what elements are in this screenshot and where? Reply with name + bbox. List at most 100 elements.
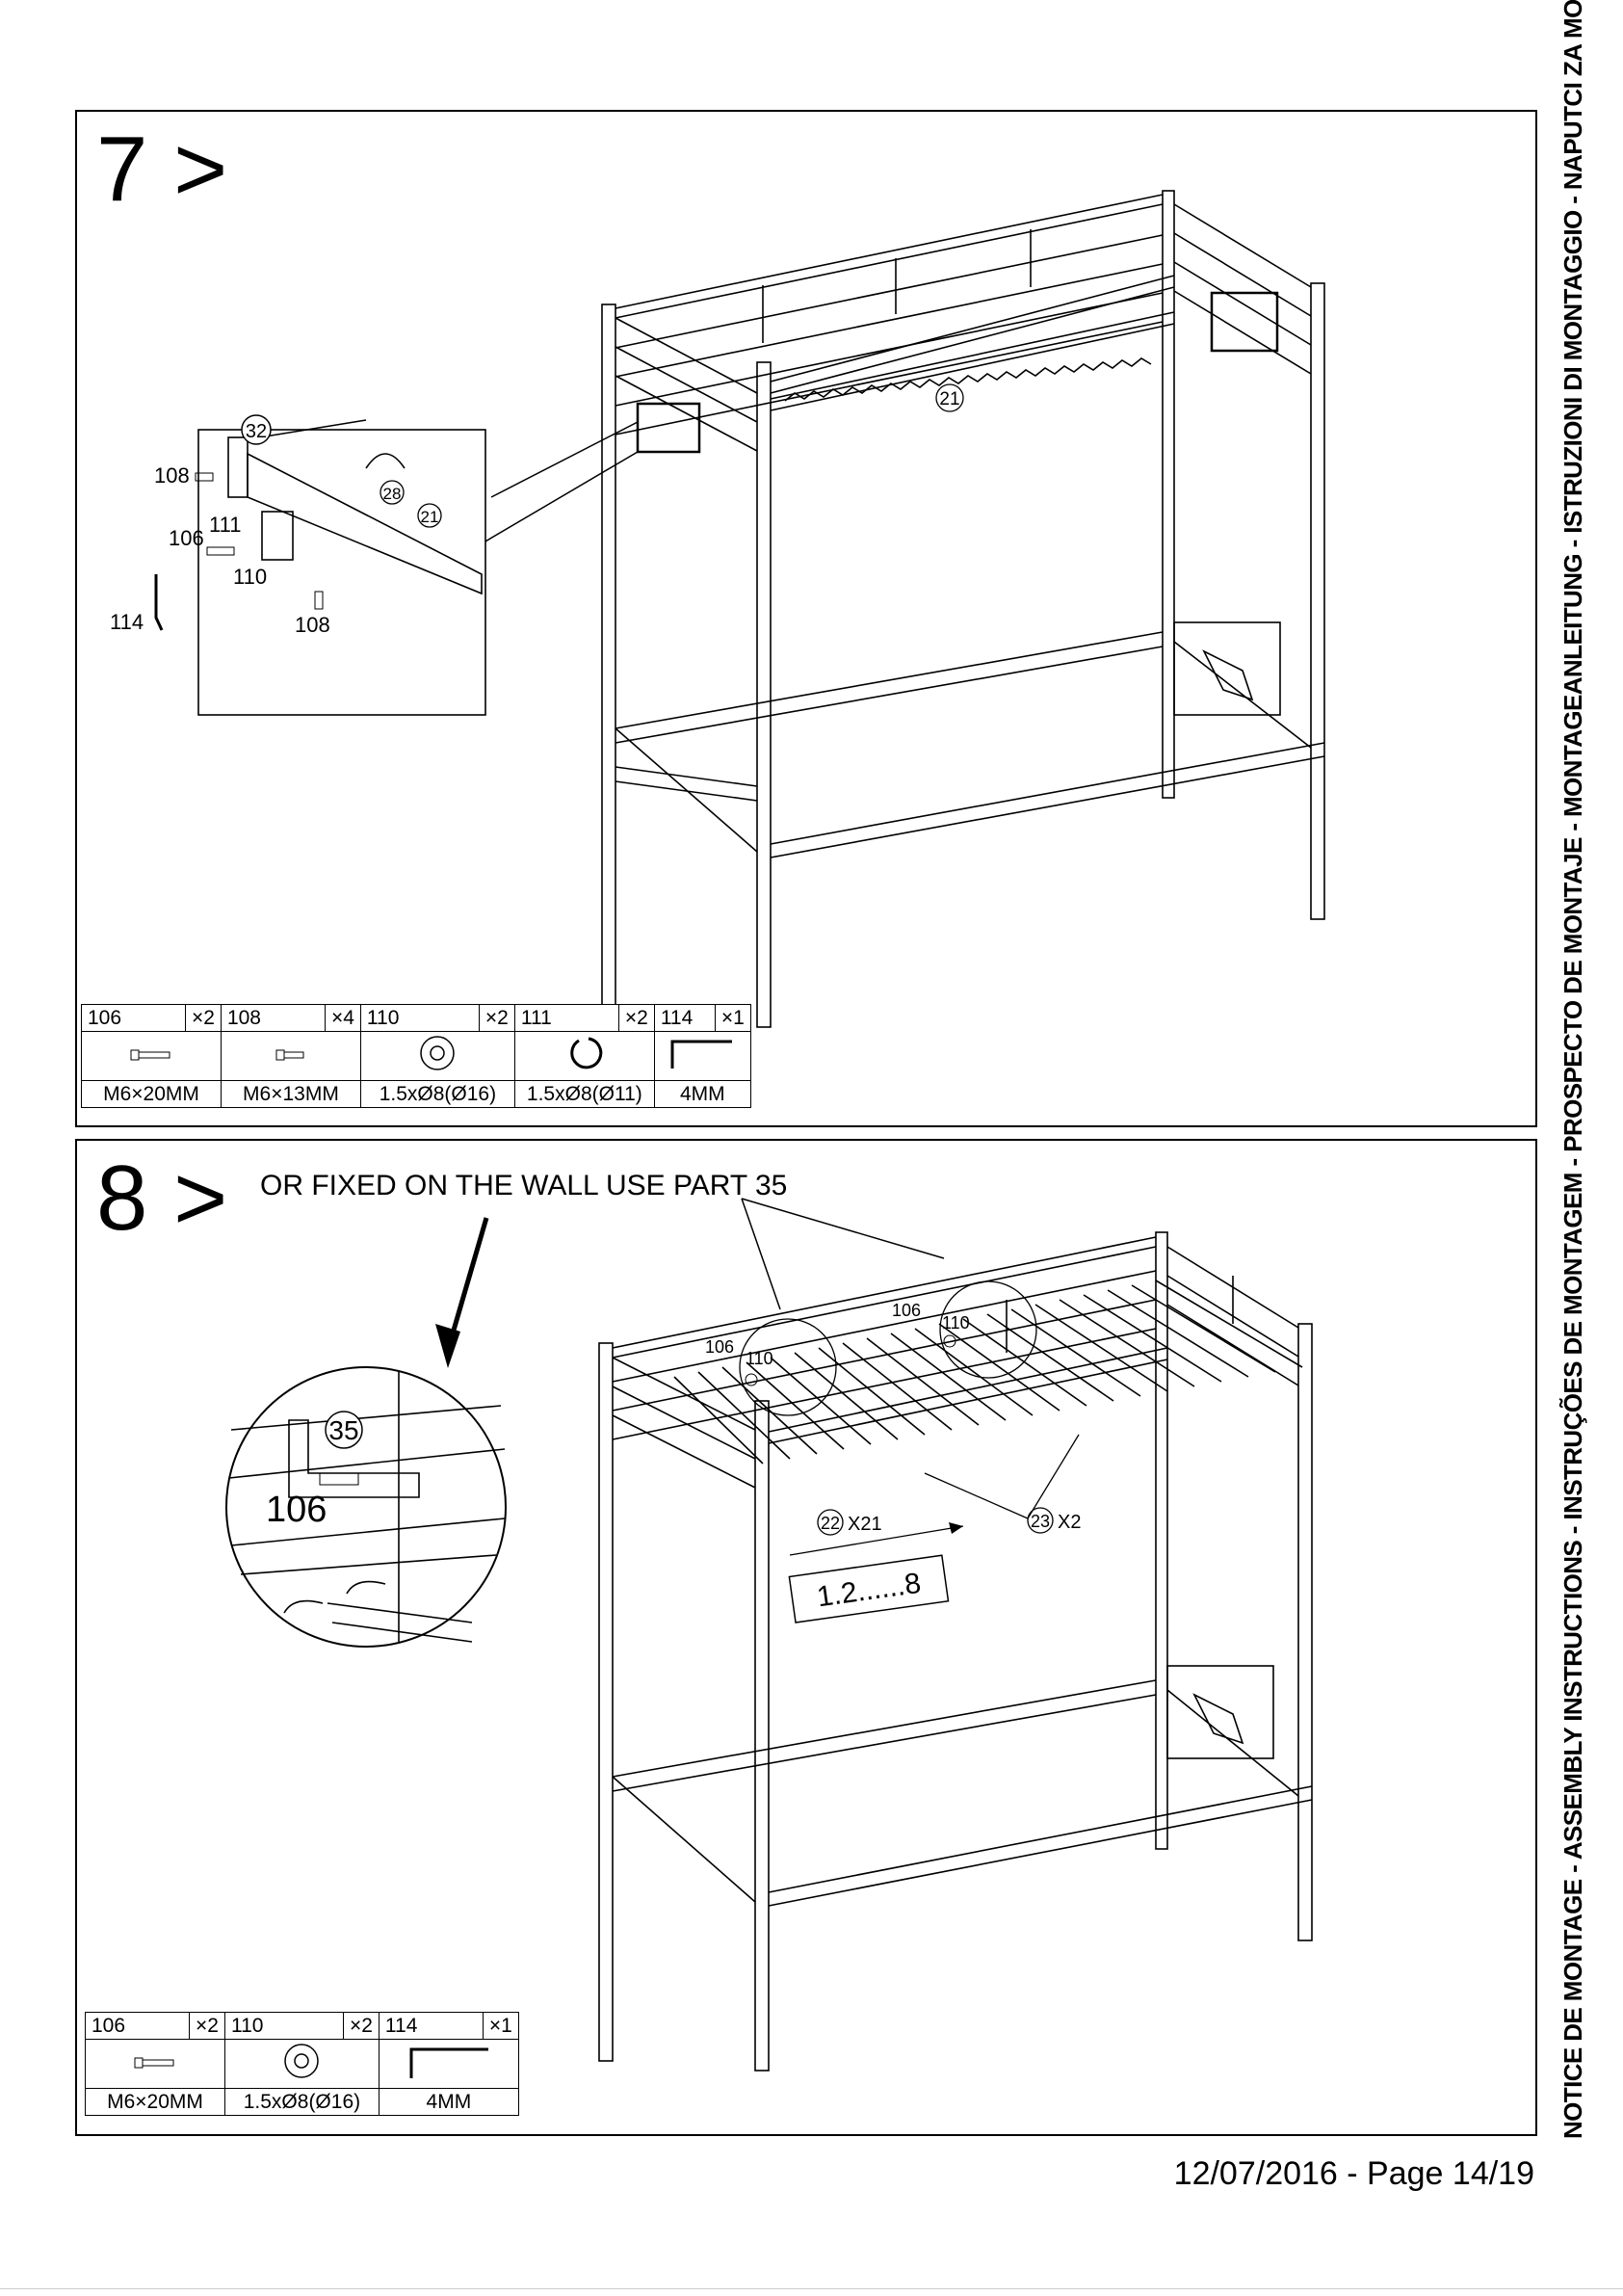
arrow-head-icon bbox=[435, 1324, 460, 1368]
bolt-icon bbox=[134, 2057, 174, 2069]
label-106-b: 106 bbox=[892, 1301, 921, 1320]
step-7-parts-table: 106 ×2 108 ×4 110 ×2 111 ×2 114 ×1 M6×20… bbox=[81, 1004, 751, 1108]
step-7-panel: 7 > bbox=[75, 110, 1537, 1127]
arrow-head-icon bbox=[949, 1522, 963, 1534]
callout-21-detail: 21 bbox=[421, 508, 439, 526]
wall-fixing-note: OR FIXED ON THE WALL USE PART 35 bbox=[260, 1170, 788, 1201]
part-size: 4MM bbox=[378, 2088, 519, 2116]
bolt-icon bbox=[314, 591, 324, 610]
callout-32-circle bbox=[241, 414, 272, 445]
bunk-bed-frame bbox=[601, 190, 1325, 1028]
part-qty: ×2 bbox=[617, 1004, 655, 1032]
part-id: 106 bbox=[85, 2012, 190, 2040]
back-left-post bbox=[1155, 1231, 1168, 1850]
split-washer-icon bbox=[570, 1037, 603, 1069]
bottom-divider bbox=[0, 2288, 1623, 2289]
allen-key-icon bbox=[154, 574, 164, 631]
part-size: 1.5xØ8(Ø16) bbox=[359, 1080, 515, 1108]
step-8-illustration: 35 106 bbox=[225, 1198, 1313, 2072]
label-106-detail: 106 bbox=[266, 1490, 327, 1530]
part-id: 108 bbox=[220, 1004, 326, 1032]
sequence-label-box: 1.2......8 bbox=[788, 1554, 950, 1623]
label-108-top: 108 bbox=[154, 463, 190, 488]
pointer-arrow bbox=[450, 1217, 489, 1334]
back-right-post bbox=[1297, 1323, 1313, 1941]
label-108-bottom: 108 bbox=[295, 613, 330, 637]
wall-bracket-detail bbox=[228, 1372, 506, 1643]
callout-21-main-circle bbox=[935, 383, 964, 412]
step-8-parts-table: 106 ×2 110 ×2 114 ×1 M6×20MM 1.5xØ8(Ø16)… bbox=[85, 2012, 519, 2116]
part-qty: ×2 bbox=[342, 2012, 380, 2040]
callout-35: 35 bbox=[328, 1415, 358, 1445]
detail-highlight-box-left bbox=[636, 402, 701, 454]
part-id: 106 bbox=[81, 1004, 186, 1032]
part-qty: ×2 bbox=[185, 1004, 222, 1032]
callout-35-circle bbox=[325, 1411, 363, 1449]
part-qty: ×1 bbox=[714, 1004, 751, 1032]
part-id: 110 bbox=[359, 1004, 480, 1032]
detail-inset-box bbox=[197, 429, 486, 716]
detail-highlight-box-right bbox=[1210, 291, 1279, 353]
callout-28-circle bbox=[380, 480, 405, 505]
front-left-post bbox=[601, 303, 616, 1025]
front-left-post bbox=[598, 1342, 614, 2062]
allen-key-icon bbox=[409, 2047, 488, 2078]
bolt-icon bbox=[319, 1472, 359, 1486]
part-qty: ×2 bbox=[478, 1004, 515, 1032]
part-id: 114 bbox=[378, 2012, 484, 2040]
part-icon-cell bbox=[359, 1031, 515, 1081]
bolt-icon bbox=[195, 472, 214, 482]
part-icon-cell bbox=[378, 2039, 519, 2089]
detail-circle-a bbox=[739, 1318, 837, 1416]
part-id: 110 bbox=[223, 2012, 344, 2040]
page-footer: 12/07/2016 - Page 14/19 bbox=[1173, 2155, 1534, 2192]
part-size: 1.5xØ8(Ø11) bbox=[513, 1080, 655, 1108]
callout-32: 32 bbox=[246, 421, 267, 442]
step-8-number: 8 > bbox=[96, 1147, 228, 1250]
part-icon-cell bbox=[513, 1031, 655, 1081]
label-114: 114 bbox=[110, 610, 144, 634]
part-qty: ×4 bbox=[324, 1004, 361, 1032]
part-size: 1.5xØ8(Ø16) bbox=[223, 2088, 380, 2116]
allen-key-icon bbox=[670, 1040, 733, 1069]
front-right-post bbox=[756, 361, 772, 1028]
direction-arrow bbox=[789, 1525, 964, 1556]
detail-magnifier-circle bbox=[225, 1366, 507, 1648]
step-7-number: 7 > bbox=[96, 118, 228, 221]
bolt-icon bbox=[275, 1049, 304, 1061]
part-size: M6×20MM bbox=[81, 1080, 222, 1108]
callout-23-circle bbox=[1027, 1507, 1054, 1534]
callout-21-main: 21 bbox=[939, 389, 959, 409]
label-106: 106 bbox=[169, 526, 204, 550]
bolt-icon bbox=[130, 1049, 170, 1061]
callout-22: 22 bbox=[821, 1514, 840, 1533]
callout-22-circle bbox=[817, 1509, 844, 1536]
part-id: 111 bbox=[513, 1004, 619, 1032]
part-size: M6×20MM bbox=[85, 2088, 225, 2116]
label-111: 111 bbox=[209, 513, 241, 537]
label-110-b: 110 bbox=[942, 1313, 970, 1333]
washer-icon bbox=[420, 1036, 456, 1070]
callout-21-detail-circle bbox=[417, 503, 442, 528]
washer-icon bbox=[284, 2044, 320, 2078]
label-106-a: 106 bbox=[705, 1337, 734, 1357]
front-right-post bbox=[754, 1400, 770, 2072]
part-qty: ×1 bbox=[482, 2012, 519, 2040]
bunk-bed-frame-slats bbox=[598, 1231, 1313, 2072]
rail-quantity: X2 bbox=[1058, 1512, 1081, 1533]
part-icon-cell bbox=[85, 2039, 225, 2089]
slat-quantity: X21 bbox=[848, 1514, 882, 1535]
label-110: 110 bbox=[233, 565, 267, 589]
multilingual-side-title: NOTICE DE MONTAGE - ASSEMBLY INSTRUCTION… bbox=[1558, 0, 1587, 2139]
part-icon-cell bbox=[220, 1031, 361, 1081]
callout-23: 23 bbox=[1031, 1512, 1050, 1531]
label-110-a: 110 bbox=[746, 1349, 773, 1368]
step-8-panel: 8 > OR FIXED ON THE WALL USE PART 35 35 … bbox=[75, 1139, 1537, 2136]
washer-icon bbox=[745, 1373, 758, 1386]
callout-28: 28 bbox=[383, 485, 402, 503]
part-size: M6×13MM bbox=[220, 1080, 361, 1108]
detail-circle-b bbox=[939, 1280, 1037, 1379]
back-left-post bbox=[1162, 190, 1175, 799]
part-size: 4MM bbox=[653, 1080, 751, 1108]
step-7-illustration: 32 28 21 21 108 106 111 110 108 114 bbox=[110, 190, 1325, 1028]
